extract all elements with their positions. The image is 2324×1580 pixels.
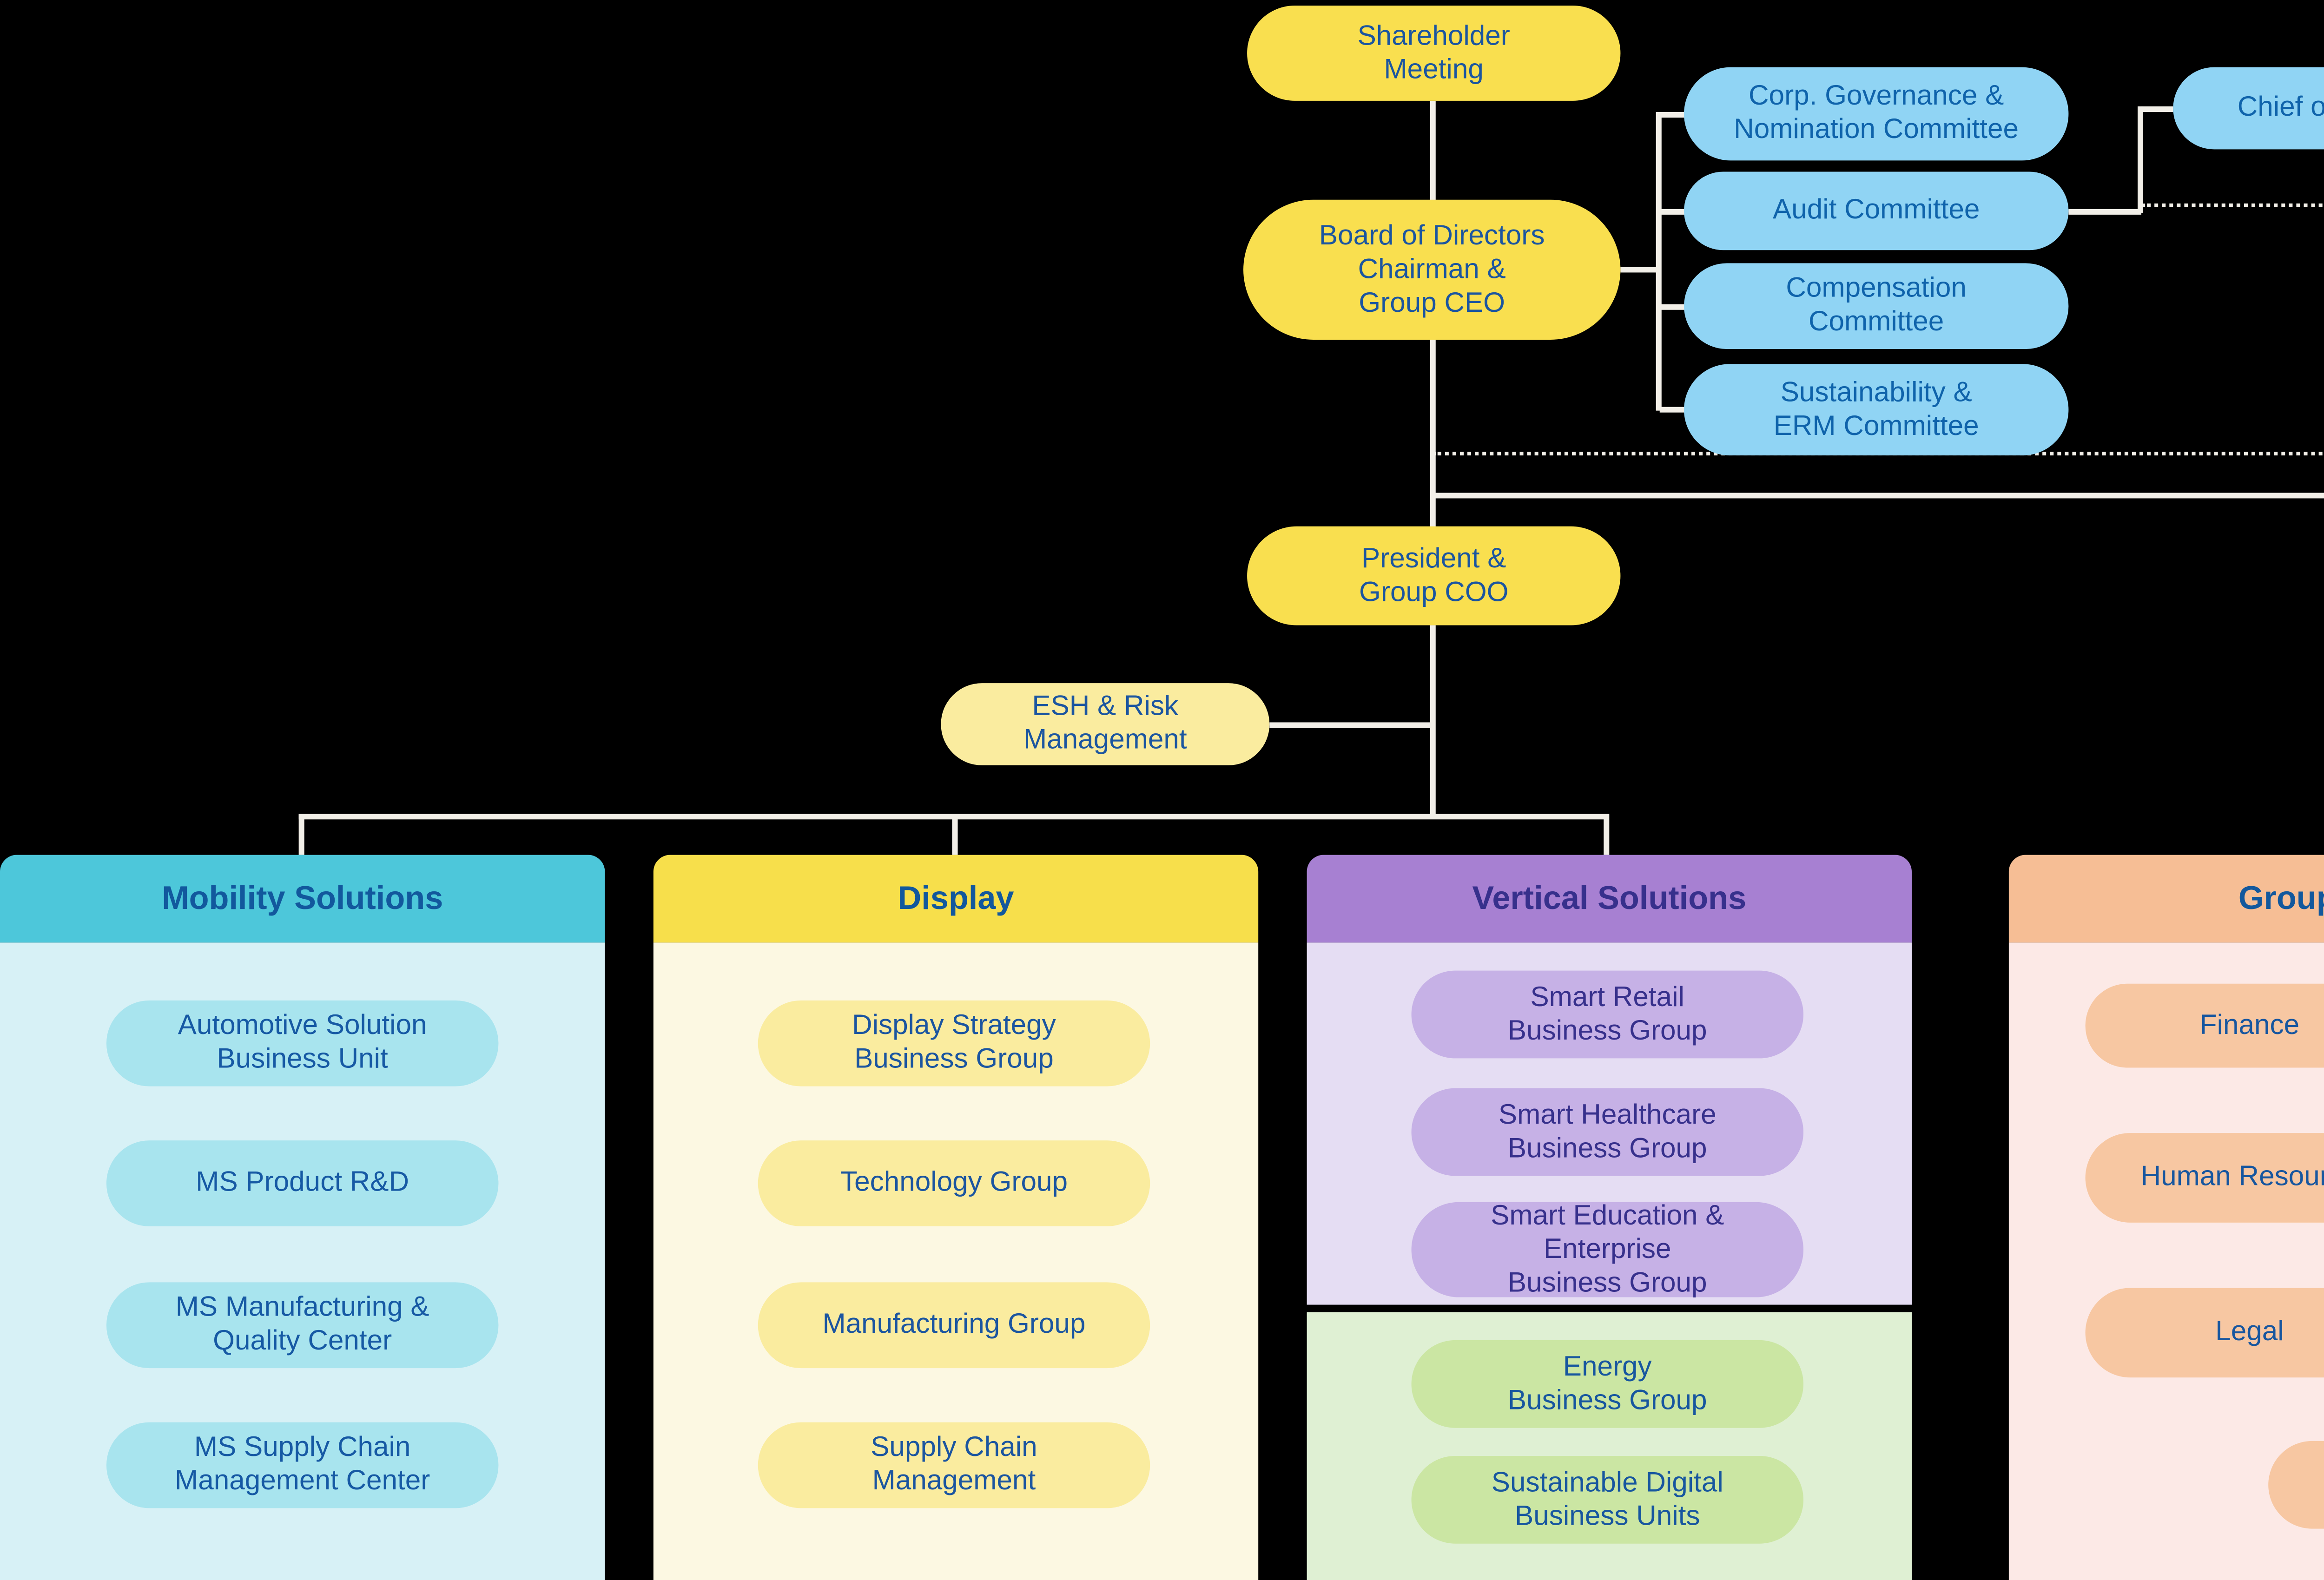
pill-human-resource: Human Resource: [2085, 1133, 2324, 1223]
connector-stub-compensation: [1659, 304, 1686, 309]
connector-president-down: [1430, 625, 1435, 818]
node-chief-of-compliance: Chief of Compliance: [2173, 67, 2324, 150]
pill-energy-business-group: Energy Business Group: [1411, 1340, 1804, 1428]
pill-finance: Finance: [2085, 983, 2324, 1068]
pill-display-strategy-business-group: Display Strategy Business Group: [758, 1000, 1150, 1086]
connector-audit-elbow-h: [2068, 209, 2142, 214]
node-shareholder-meeting: Shareholder Meeting: [1247, 6, 1621, 101]
committee-sustainability-erm: Sustainability & ERM Committee: [1684, 364, 2069, 456]
connector-shareholder-board: [1430, 100, 1435, 202]
connector-board-bracket: [1620, 267, 1660, 272]
node-president-group-coo: President & Group COO: [1247, 526, 1621, 625]
connector-to-chief: [2141, 106, 2173, 111]
pill-legal: Legal: [2085, 1288, 2324, 1378]
pill-automotive-solution-business-unit: Automotive Solution Business Unit: [106, 1000, 499, 1086]
connector-committee-bracket: [1656, 112, 1661, 411]
connector-stub-corp-governance: [1659, 112, 1686, 117]
connector-giu-horizontal: [1432, 493, 2324, 498]
column-header-group-infrastructure-unit: Group Infrastructure Unit: [2008, 855, 2324, 943]
pill-ms-product-rd: MS Product R&D: [106, 1140, 499, 1226]
connector-esh: [1269, 722, 1432, 727]
connector-stub-display: [952, 814, 957, 855]
committee-corp-governance-nomination: Corp. Governance & Nomination Committee: [1684, 67, 2069, 161]
connector-stub-sustainability: [1659, 407, 1686, 412]
node-esh-risk-management: ESH & Risk Management: [941, 683, 1270, 765]
pill-ms-supply-chain-management-center: MS Supply Chain Management Center: [106, 1422, 499, 1508]
pill-ms-manufacturing-quality-center: MS Manufacturing & Quality Center: [106, 1282, 499, 1369]
connector-board-president: [1430, 340, 1435, 528]
column-header-vertical-solutions: Vertical Solutions: [1307, 855, 1912, 943]
connector-audit-elbow-v: [2138, 106, 2143, 213]
pill-sustainable-digital-business-units: Sustainable Digital Business Units: [1411, 1455, 1804, 1544]
pill-technology-group: Technology Group: [758, 1140, 1150, 1226]
column-header-display: Display: [653, 855, 1259, 943]
column-header-mobility-solutions: Mobility Solutions: [0, 855, 605, 943]
connector-stub-vertical-solutions: [1604, 814, 1609, 855]
pill-manufacturing-group: Manufacturing Group: [758, 1282, 1150, 1369]
pill-smart-retail-business-group: Smart Retail Business Group: [1411, 970, 1804, 1059]
committee-audit: Audit Committee: [1684, 171, 2069, 250]
connector-stub-mobility: [298, 814, 304, 855]
committee-compensation: Compensation Committee: [1684, 263, 2069, 349]
pill-smart-healthcare-business-group: Smart Healthcare Business Group: [1411, 1088, 1804, 1176]
node-board-of-directors: Board of Directors Chairman & Group CEO: [1243, 199, 1621, 340]
pill-smart-education-enterprise-business-group: Smart Education & Enterprise Business Gr…: [1411, 1199, 1804, 1298]
connector-stub-audit: [1659, 209, 1686, 214]
pill-supply-chain-management: Supply Chain Management: [758, 1422, 1150, 1508]
dotted-audit-right-edge: [2141, 203, 2324, 207]
